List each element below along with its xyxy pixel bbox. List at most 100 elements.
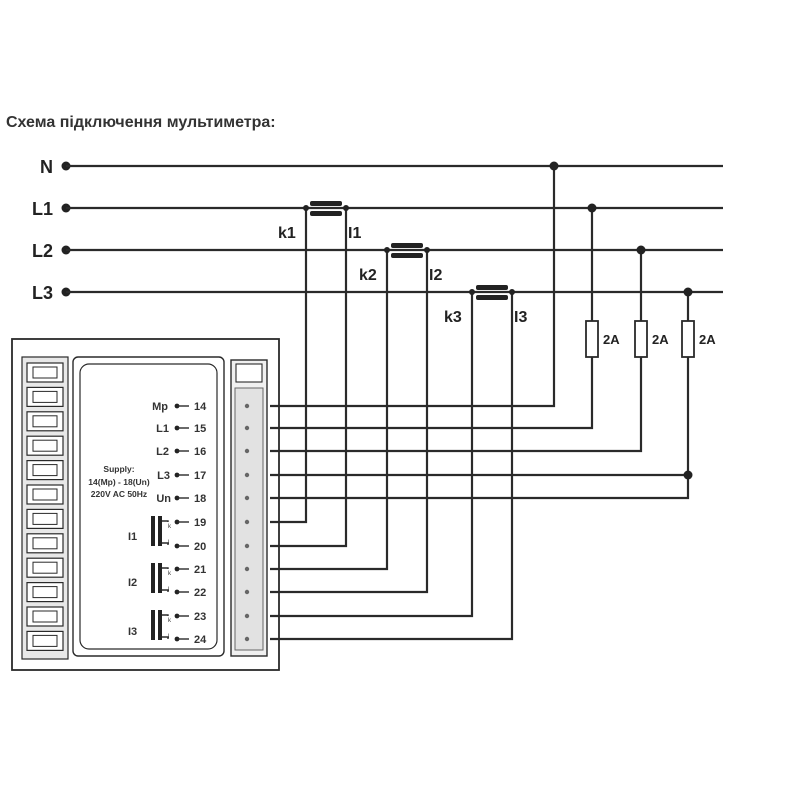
vent-slot xyxy=(26,533,64,554)
vent-slot-inner xyxy=(32,512,58,525)
supply-note-line: 14(Mp) - 18(Un) xyxy=(88,477,150,487)
junction-dot xyxy=(683,287,693,297)
vent-slot xyxy=(26,508,64,529)
current-input-label-i3: I3 xyxy=(128,626,137,638)
ct-symbol-k-mark: k xyxy=(168,618,172,624)
multimeter-device xyxy=(11,338,280,671)
wire-neutral-to-14 xyxy=(270,166,556,408)
terminal-block-cap xyxy=(235,363,263,383)
terminal-name-l3: L3 xyxy=(157,470,170,482)
vent-slot xyxy=(26,460,64,481)
vent-slot xyxy=(26,435,64,456)
ct-core-top xyxy=(310,201,342,206)
ct-contact-k xyxy=(384,247,390,253)
ct-symbol-bar xyxy=(158,563,162,593)
terminal-number-14: 14 xyxy=(194,401,207,413)
ct-contact-l xyxy=(343,205,349,211)
wire-l1ct-to-20 xyxy=(270,208,348,548)
vent-slot-inner xyxy=(32,464,58,477)
vent-slot xyxy=(26,606,64,627)
diagram-title: Схема підключення мультиметра: xyxy=(6,114,276,131)
ct-symbol-l-mark: l xyxy=(168,634,169,640)
ct-label-i2: I2 xyxy=(429,267,442,284)
terminal-number-22: 22 xyxy=(194,587,206,599)
vent-slot-inner xyxy=(32,439,58,452)
ct-symbol-lead xyxy=(162,567,169,569)
supply-note-line: 220V AC 50Hz xyxy=(91,489,147,499)
ct-contact-k xyxy=(469,289,475,295)
terminal-number-19: 19 xyxy=(194,517,206,529)
ct-label-k2: k2 xyxy=(359,267,377,284)
terminal-strip xyxy=(234,387,264,651)
line-label-l3: L3 xyxy=(32,283,53,303)
terminal-screw-16 xyxy=(244,448,250,454)
ct-symbol-lead xyxy=(162,589,169,592)
fuse-rating: 2A xyxy=(603,332,620,347)
line-label-l1: L1 xyxy=(32,199,53,219)
current-input-label-i2: I2 xyxy=(128,577,137,589)
ct-core-bottom xyxy=(391,253,423,258)
fuse-body xyxy=(681,320,695,358)
ct-label-i3: I3 xyxy=(514,309,527,326)
terminal-number-20: 20 xyxy=(194,541,206,553)
device-panel-inner xyxy=(79,363,218,650)
vent-slot-inner xyxy=(32,561,58,574)
terminal-number-15: 15 xyxy=(194,423,206,435)
vent-slot-inner xyxy=(32,390,58,403)
ct-core-top xyxy=(476,285,508,290)
ct-contact-k xyxy=(303,205,309,211)
supply-note-line: Supply: xyxy=(103,464,134,474)
ct-symbol-lead xyxy=(162,520,169,522)
ct-core-top xyxy=(391,243,423,248)
terminal-screw-20 xyxy=(244,543,250,549)
ct-symbol-bar xyxy=(151,610,155,640)
terminal-screw-22 xyxy=(244,589,250,595)
vent-slot-inner xyxy=(32,634,58,647)
junction-dot xyxy=(587,203,597,213)
junction-dot xyxy=(683,470,693,480)
vent-slot-inner xyxy=(32,415,58,428)
terminal-screw-14 xyxy=(244,403,250,409)
ct-symbol-k-mark: k xyxy=(168,571,172,577)
ct-label-i1: I1 xyxy=(348,225,361,242)
ct-symbol-bar xyxy=(158,516,162,546)
fuse-body xyxy=(585,320,599,358)
ct-symbol-bar xyxy=(158,610,162,640)
terminal-number-24: 24 xyxy=(194,634,207,646)
fuse-rating: 2A xyxy=(699,332,716,347)
fuse-body xyxy=(634,320,648,358)
vent-slot xyxy=(26,557,64,578)
ct-core-bottom xyxy=(476,295,508,300)
ct-label-k1: k1 xyxy=(278,225,296,242)
wire-l1-to-15 xyxy=(270,208,594,430)
fuse-rating: 2A xyxy=(652,332,669,347)
connection-wires xyxy=(270,161,693,641)
ct-symbol-l-mark: l xyxy=(168,587,169,593)
line-label-n: N xyxy=(40,157,53,177)
ct-symbol-lead xyxy=(162,636,169,639)
terminal-number-17: 17 xyxy=(194,470,206,482)
terminal-number-23: 23 xyxy=(194,611,206,623)
vent-slot xyxy=(26,581,64,603)
wire-l2ct-to-22 xyxy=(270,250,429,594)
ct-symbol-l-mark: l xyxy=(168,540,169,546)
vent-slot xyxy=(26,630,64,652)
junction-dot xyxy=(636,245,646,255)
vent-slot-inner xyxy=(32,610,58,623)
wire-k1-to-19 xyxy=(270,208,308,524)
vent-slot-inner xyxy=(32,366,58,379)
vent-slot-inner xyxy=(32,537,58,550)
vent-slot xyxy=(26,386,64,407)
ct-core-bottom xyxy=(310,211,342,216)
terminal-number-21: 21 xyxy=(194,564,206,576)
terminal-screw-23 xyxy=(244,613,250,619)
vent-slot-inner xyxy=(32,586,58,599)
ct-symbol-bar xyxy=(151,516,155,546)
terminal-number-16: 16 xyxy=(194,446,206,458)
terminal-screw-19 xyxy=(244,519,250,525)
ct-symbol-lead xyxy=(162,542,169,545)
terminal-screw-17 xyxy=(244,472,250,478)
current-input-label-i1: I1 xyxy=(128,531,137,543)
ct-label-k3: k3 xyxy=(444,309,462,326)
